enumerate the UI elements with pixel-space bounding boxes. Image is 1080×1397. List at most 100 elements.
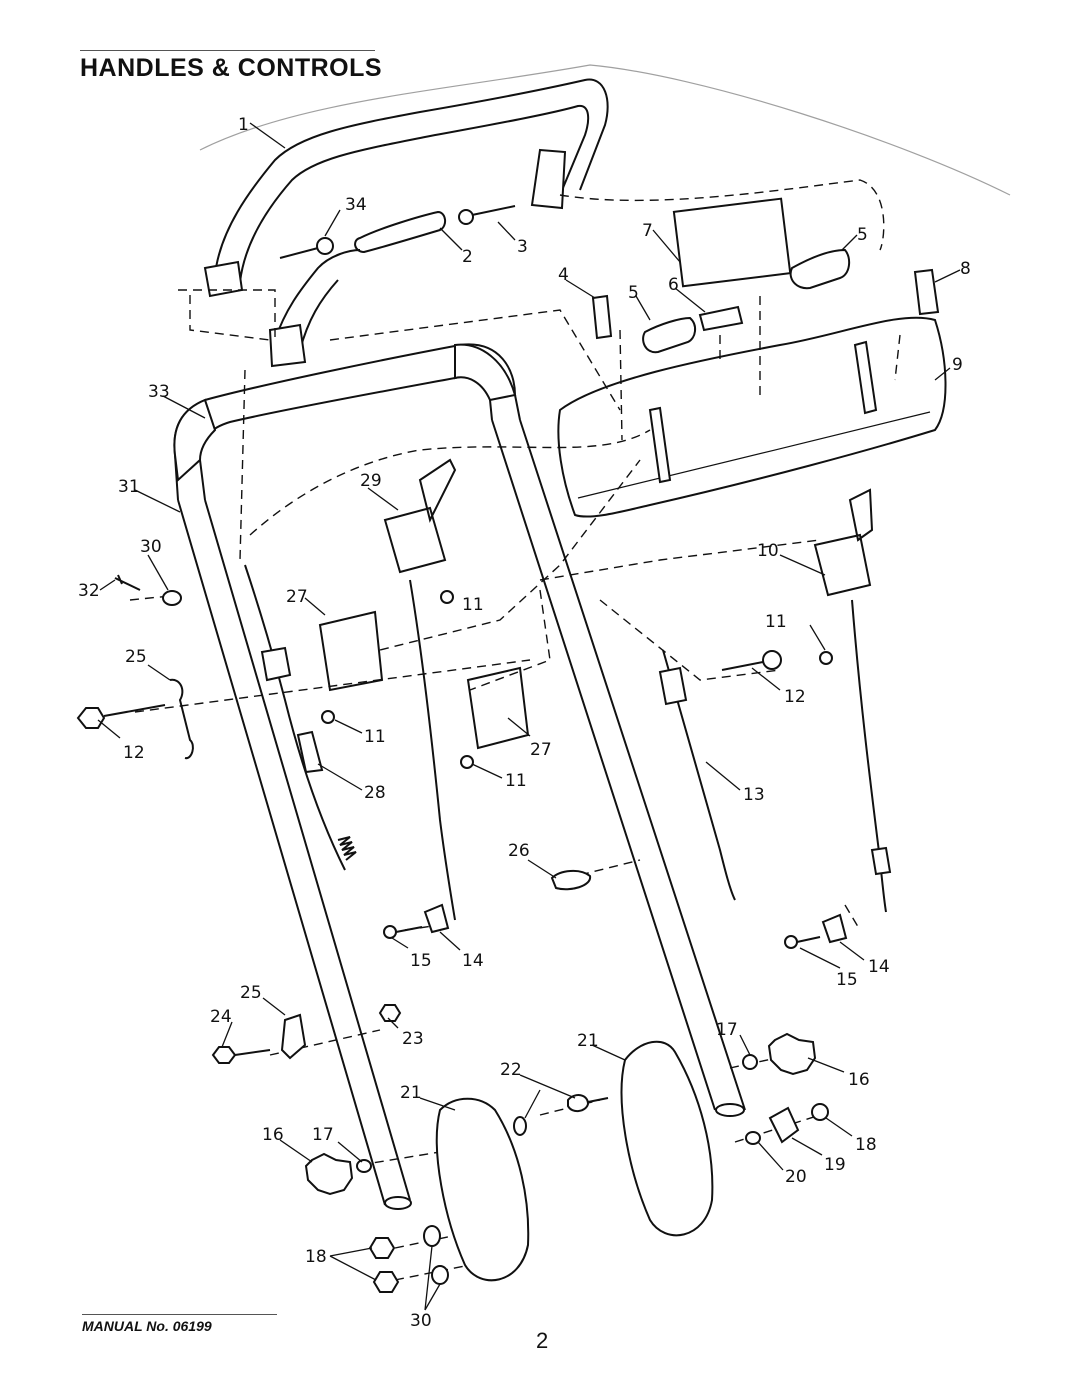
lever-knob-right [789,248,851,290]
nut-part [811,1103,829,1121]
assembly-line [239,309,621,561]
hex-screw-part [383,925,821,949]
callout-label: 28 [364,783,386,803]
callout-label: 27 [286,587,308,607]
leader-lines [97,122,961,1311]
side-plate-right [620,1040,714,1237]
callout-label: 15 [410,951,432,971]
callout-label: 13 [743,785,765,805]
assembly-line [269,1029,801,1166]
callout-label: 9 [952,355,963,375]
callout-label: 8 [960,259,971,279]
cable-guide-left [318,610,384,692]
clevis-pin-part [458,205,516,225]
callout-label: 6 [668,275,679,295]
callout-label: 15 [836,970,858,990]
decal-small-left [591,294,613,340]
callout-label: 18 [305,1247,327,1267]
callout-label: 30 [140,537,162,557]
callout-label: 25 [240,983,262,1003]
callout-label: 21 [577,1031,599,1051]
cable-spring-part [244,564,357,871]
spring-clip-part [768,1106,800,1144]
callout-label: 2 [462,247,473,267]
star-knob-right [767,1032,817,1076]
callout-label: 5 [628,283,639,303]
callout-label: 12 [784,687,806,707]
washer-part-upper [162,590,182,606]
assembly-line [559,179,885,251]
lock-washer-right [742,1054,758,1070]
manual-number: MANUAL No. 06199 [82,1318,212,1334]
background-sweep [199,64,1011,196]
callout-label: 11 [505,771,527,791]
callout-labels: 1 34 2 3 7 5 8 4 5 6 9 33 31 29 30 10 32… [78,115,971,1331]
thumb-screw-part [513,1094,609,1136]
callout-label: 23 [402,1029,424,1049]
nut-part-upper [378,1004,402,1022]
callout-label: 21 [400,1083,422,1103]
cable-right [851,599,887,913]
carriage-bolt-part [279,237,334,259]
title-rule [80,50,375,51]
assembly-line [129,459,641,651]
page-number: 2 [536,1328,549,1353]
callout-label: 12 [123,743,145,763]
bracket-part-left [423,903,450,934]
decal-small-right [913,268,940,316]
callout-label: 17 [312,1125,334,1145]
callout-label: 7 [642,221,653,241]
callout-label: 32 [78,581,100,601]
callout-label: 26 [508,841,530,861]
assembly-line [539,539,821,681]
pin-part [114,574,141,591]
cable-right-ferrule [870,846,892,876]
assembly-line [249,429,651,536]
callout-label: 29 [360,471,382,491]
callout-label: 14 [462,951,484,971]
washer-part-lower [431,1265,449,1285]
callout-label: 11 [364,727,386,747]
callout-label: 16 [262,1125,284,1145]
callout-label: 11 [765,612,787,632]
nut-part [368,1237,396,1259]
control-lever-part [383,458,457,574]
bolt-part-right [721,650,782,671]
manual-rule [82,1314,277,1315]
callout-label: 34 [345,195,367,215]
callout-label: 30 [410,1311,432,1331]
callout-label: 31 [118,477,140,497]
callout-label: 33 [148,382,170,402]
callout-label: 20 [785,1167,807,1187]
lever-knob-left [642,316,696,354]
bracket-part-right [821,913,848,944]
callout-label: 27 [530,740,552,760]
grip-part [354,210,446,254]
lock-washer-left [356,1159,372,1173]
control-panel-part [557,316,947,518]
nut-part [372,1271,400,1293]
lower-handle-part [173,343,746,1210]
callout-label: 17 [716,1020,738,1040]
star-knob-left [304,1152,354,1196]
callout-label: 4 [558,265,569,285]
clip-part-upper [169,678,194,760]
handle-lower-bracket [268,323,307,368]
decal-part [672,197,792,288]
washer-part-lower [423,1225,441,1247]
callout-label: 5 [857,225,868,245]
callout-label: 18 [855,1135,877,1155]
callout-label: 22 [500,1060,522,1080]
long-bolt-part [211,1046,271,1064]
control-lever-right-part [813,488,874,597]
upper-handle-part [203,78,609,298]
cable-center [409,579,456,921]
callout-label: 14 [868,957,890,977]
callout-label: 19 [824,1155,846,1175]
callout-label: 24 [210,1007,232,1027]
side-plate-left [435,1097,530,1282]
callout-label: 25 [125,647,147,667]
assembly-line [178,289,276,341]
